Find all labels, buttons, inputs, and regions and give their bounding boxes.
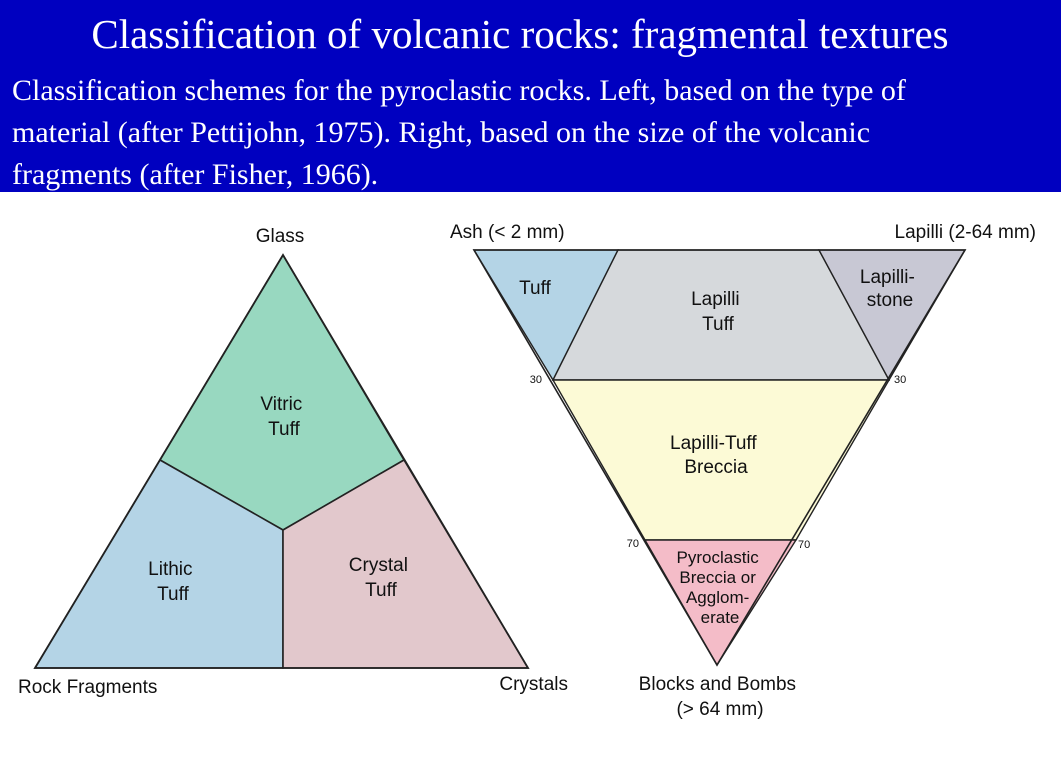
classification-diagrams: Glass Rock Fragments Crystals Vitric Tuf…	[18, 222, 1036, 720]
inverted-triangle-outline	[472, 249, 967, 667]
field-label-lapillistone: Lapilli- stone	[860, 267, 920, 311]
slide-title: Classification of volcanic rocks: fragme…	[91, 11, 949, 57]
field-label-tuff: Tuff	[519, 278, 551, 299]
apex-label-crystals: Crystals	[499, 674, 568, 695]
tick-label-70-left: 70	[627, 538, 639, 550]
corner-label-lapilli: Lapilli (2-64 mm)	[895, 222, 1036, 243]
apex-label-rock-fragments: Rock Fragments	[18, 677, 157, 698]
field-label-vitric-tuff: Vitric Tuff	[260, 394, 307, 440]
caption-line-3: fragments (after Fisher, 1966).	[12, 158, 379, 191]
ternary-diagram-fragment-size: Ash (< 2 mm) Lapilli (2-64 mm) Blocks an…	[450, 222, 1036, 720]
caption-line-1: Classification schemes for the pyroclast…	[12, 74, 906, 107]
tick-label-30-left: 30	[530, 374, 542, 386]
field-label-lapilli-tuff-breccia: Lapilli-Tuff Breccia	[670, 433, 762, 478]
field-label-crystal-tuff: Crystal Tuff	[349, 555, 413, 601]
field-label-lapilli-tuff: Lapilli Tuff	[691, 289, 745, 335]
field-label-lithic-tuff: Lithic Tuff	[148, 559, 198, 605]
caption-line-2: material (after Pettijohn, 1975). Right,…	[12, 116, 871, 149]
tick-label-30-right: 30	[894, 374, 906, 386]
slide-caption: Classification schemes for the pyroclast…	[12, 70, 1056, 196]
tick-label-70-right: 70	[798, 539, 810, 551]
corner-label-blocks-and-bombs: Blocks and Bombs (> 64 mm)	[639, 674, 802, 720]
apex-label-glass: Glass	[256, 226, 305, 247]
field-label-pyroclastic-breccia: Pyroclastic Breccia or Agglom- erate	[677, 548, 764, 627]
corner-label-ash: Ash (< 2 mm)	[450, 222, 565, 243]
ternary-outline	[33, 253, 530, 669]
ternary-diagram-material: Glass Rock Fragments Crystals Vitric Tuf…	[18, 226, 568, 698]
slide-header: Classification of volcanic rocks: fragme…	[0, 0, 1061, 192]
